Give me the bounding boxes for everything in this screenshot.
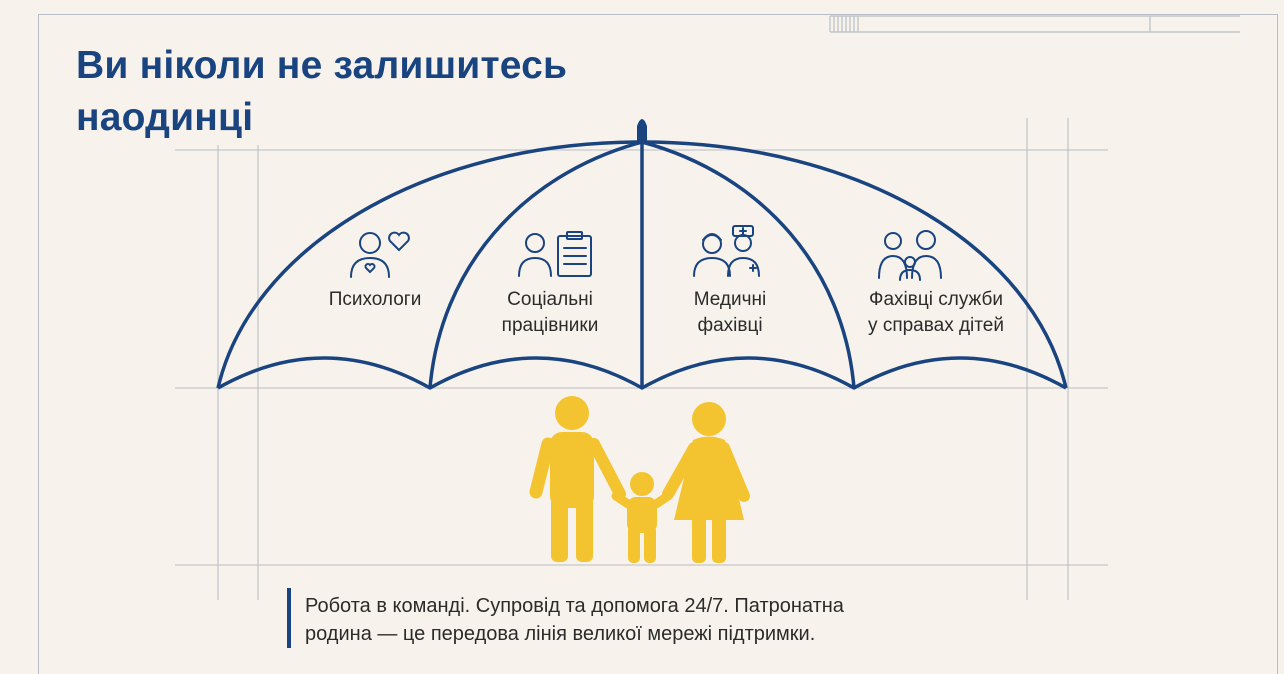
- title-line-1: Ви ніколи не залишитесь: [76, 44, 568, 87]
- caption-line-1: Робота в команді. Супровід та допомога 2…: [305, 595, 844, 617]
- medical-staff-icon: [693, 225, 760, 277]
- social-worker-icon: [518, 231, 592, 277]
- psychologist-icon: [350, 231, 410, 278]
- caption-text: Робота в команді. Супровід та допомога 2…: [305, 592, 1005, 648]
- umbrella-tip: [637, 119, 647, 142]
- construction-guides: [175, 118, 1108, 600]
- category-label-social-workers: Соціальні працівники: [501, 289, 599, 336]
- category-label-medical-staff: Медичні фахівці: [693, 289, 767, 336]
- family-figures: [529, 396, 750, 563]
- page-title: Ви ніколи не залишитесь наодинці: [76, 40, 567, 144]
- title-line-2: наодинці: [76, 96, 254, 139]
- child-services-icon: [878, 230, 942, 281]
- caption-line-2: родина — це передова лінія великої мереж…: [305, 623, 816, 645]
- page-frame: [38, 14, 1278, 674]
- caption-accent-bar: [287, 588, 291, 648]
- category-label-child-services: Фахівці служби у справах дітей: [868, 289, 1004, 336]
- category-label-psychologists: Психологи: [328, 289, 422, 310]
